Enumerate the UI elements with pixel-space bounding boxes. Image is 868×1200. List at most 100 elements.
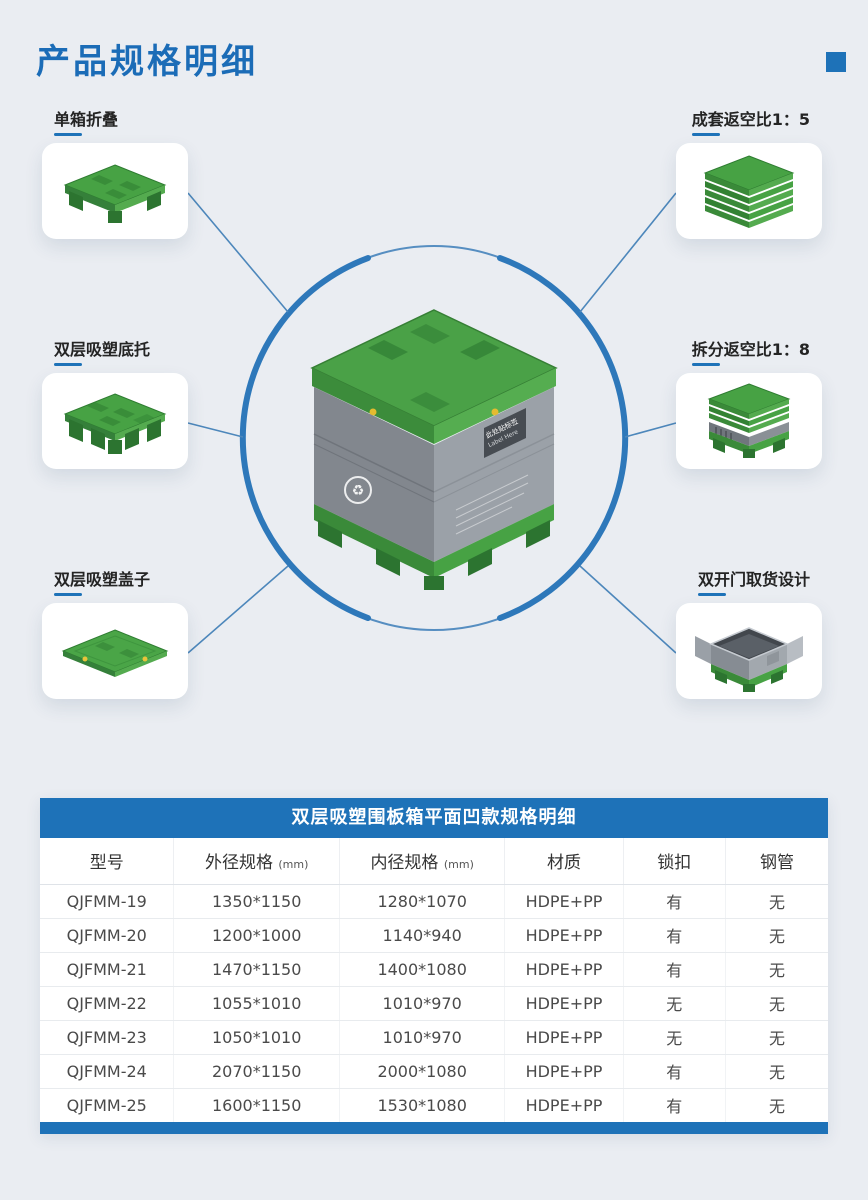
- spec-cell: 1600*1150: [173, 1088, 340, 1122]
- callout-label: 双开门取货设计: [676, 570, 810, 597]
- spec-cell: HDPE+PP: [504, 1020, 624, 1055]
- spec-cell: 1350*1150: [173, 884, 340, 919]
- lid-image: [61, 629, 169, 678]
- callout-label-text: 双层吸塑盖子: [54, 570, 151, 589]
- spec-table: 双层吸塑围板箱平面凹款规格明细 型号 外径规格 (mm) 内径规格 (mm) 材…: [40, 798, 828, 1134]
- callout-label: 成套返空比1：5: [676, 110, 810, 137]
- callout-label-text: 单箱折叠: [54, 110, 119, 129]
- callout-label-text: 双层吸塑底托: [54, 340, 151, 359]
- spec-cell: 有: [623, 1054, 727, 1089]
- spec-cell: HDPE+PP: [504, 1054, 624, 1089]
- stacked-pallets-image: [703, 155, 795, 229]
- callout-label-text: 拆分返空比1：8: [691, 340, 810, 359]
- spec-cell: 1010*970: [339, 1020, 506, 1055]
- folded-pallet-image: [63, 164, 167, 224]
- spec-cell: 无: [623, 1020, 727, 1055]
- callout-base-tray: 双层吸塑底托: [42, 340, 188, 470]
- label-underline: [697, 593, 726, 597]
- spec-cell: 无: [623, 986, 727, 1021]
- callout-card: [42, 373, 188, 470]
- sleeve-pack-container-image: 此处贴标签 Label Here ♻: [310, 309, 558, 590]
- open-box-image: [695, 627, 803, 693]
- spec-grid: 型号 外径规格 (mm) 内径规格 (mm) 材质 锁扣 钢管 QJFMM-19…: [40, 838, 828, 1122]
- callout-card: [676, 603, 822, 700]
- callout-label: 单箱折叠: [54, 110, 188, 137]
- callout-split-return-ratio: 拆分返空比1：8: [676, 340, 822, 470]
- spec-cell: HDPE+PP: [504, 918, 624, 953]
- spec-cell: QJFMM-22: [40, 986, 175, 1021]
- page-title: 产品规格明细: [36, 42, 258, 82]
- table-header-row: 型号 外径规格 (mm) 内径规格 (mm) 材质 锁扣 钢管: [40, 838, 828, 885]
- spec-cell: 无: [725, 1020, 828, 1055]
- spec-cell: 有: [623, 884, 727, 919]
- spec-cell: 1055*1010: [173, 986, 340, 1021]
- callout-single-fold: 单箱折叠: [42, 110, 188, 240]
- spec-cell: QJFMM-25: [40, 1088, 175, 1122]
- spec-cell: 有: [623, 952, 727, 987]
- spec-cell: 有: [623, 918, 727, 953]
- callout-double-door: 双开门取货设计: [676, 570, 822, 700]
- callout-card: [676, 373, 822, 470]
- callout-label: 双层吸塑底托: [54, 340, 188, 367]
- callout-label-text: 双开门取货设计: [697, 570, 810, 589]
- spec-cell: 有: [623, 1088, 727, 1122]
- spec-cell: QJFMM-19: [40, 884, 175, 919]
- spec-table-title: 双层吸塑围板箱平面凹款规格明细: [40, 798, 828, 838]
- corner-accent-square: [826, 52, 846, 72]
- spec-cell: QJFMM-20: [40, 918, 175, 953]
- spec-cell: 1050*1010: [173, 1020, 340, 1055]
- spec-cell: QJFMM-21: [40, 952, 175, 987]
- spec-cell: 无: [725, 986, 828, 1021]
- header-outer-size: 外径规格 (mm): [173, 838, 340, 885]
- header-material: 材质: [504, 838, 624, 885]
- callout-label: 双层吸塑盖子: [54, 570, 188, 597]
- callout-card: [42, 603, 188, 700]
- header-lock: 锁扣: [623, 838, 727, 885]
- table-footer-bar: [40, 1122, 828, 1134]
- spec-cell: HDPE+PP: [504, 952, 624, 987]
- label-underline: [691, 133, 720, 137]
- spec-cell: 1010*970: [339, 986, 506, 1021]
- base-tray-image: [63, 393, 167, 455]
- spec-cell: 2070*1150: [173, 1054, 340, 1089]
- spec-cell: 无: [769, 1097, 786, 1117]
- spec-cell: QJFMM-23: [40, 1020, 175, 1055]
- folded-stack-image: [707, 383, 791, 459]
- callout-label: 拆分返空比1：8: [676, 340, 810, 367]
- spec-cell: 无: [725, 918, 828, 953]
- spec-cell: 无: [725, 1054, 828, 1089]
- spec-cell: 1400*1080: [339, 952, 506, 987]
- header-model: 型号: [40, 838, 175, 885]
- spec-cell: 1530*1080: [339, 1088, 506, 1122]
- svg-text:♻: ♻: [352, 483, 365, 499]
- label-underline: [54, 133, 82, 137]
- spec-cell: 无: [725, 884, 828, 919]
- label-underline: [54, 593, 82, 597]
- spec-cell: 无: [725, 952, 828, 987]
- spec-cell: 1470*1150: [173, 952, 340, 987]
- spec-cell: HDPE+PP: [504, 1088, 624, 1122]
- callout-label-text: 成套返空比1：5: [691, 110, 810, 129]
- center-product: 此处贴标签 Label Here ♻: [288, 294, 580, 598]
- header-steel-tube: 钢管: [725, 838, 828, 885]
- label-underline: [54, 363, 82, 367]
- label-underline: [691, 363, 720, 367]
- spec-cell: 1200*1000: [173, 918, 340, 953]
- spec-cell: QJFMM-24: [40, 1054, 175, 1089]
- spec-cell: 1280*1070: [339, 884, 506, 919]
- callout-card: [42, 143, 188, 240]
- header-inner-size: 内径规格 (mm): [339, 838, 506, 885]
- spec-cell: 1140*940: [339, 918, 506, 953]
- spec-cell: 2000*1080: [339, 1054, 506, 1089]
- spec-cell: HDPE+PP: [504, 986, 624, 1021]
- spec-cell: HDPE+PP: [504, 884, 624, 919]
- recycle-icon: [344, 476, 372, 504]
